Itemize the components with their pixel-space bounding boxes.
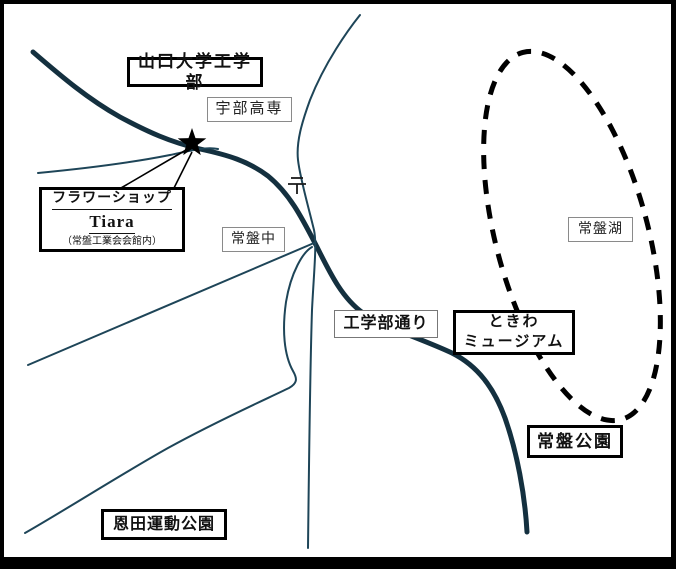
pointer-lines <box>120 149 193 189</box>
flower-shop-note: （常盤工業会会館内） <box>61 236 162 248</box>
label-text: 常盤中 <box>231 231 276 247</box>
label-tokiwa-lake: 常盤湖 <box>568 217 633 242</box>
star-icon <box>177 128 207 156</box>
label-tokiwa-junior-high: 常盤中 <box>222 227 285 252</box>
museum-line2: ミュージアム <box>463 334 565 350</box>
label-text: 常盤公園 <box>537 431 613 451</box>
flower-shop-brand: Tiara <box>89 211 135 235</box>
museum-line1: ときわ <box>488 314 540 331</box>
hairpin-road <box>24 246 313 534</box>
label-flower-shop-tiara: フラワーショップ Tiara （常盤工業会会館内） <box>39 187 185 252</box>
label-text: 工学部通り <box>343 315 429 332</box>
southwest-straight-road <box>27 242 315 366</box>
label-tokiwa-museum: ときわ ミュージアム <box>453 310 575 355</box>
label-yamaguchi-university-engineering: 山口大学工学部 <box>127 52 263 92</box>
major-road <box>30 49 530 535</box>
postal-mark-icon <box>288 177 306 194</box>
lake-outline <box>481 48 663 424</box>
label-ube-kosen: 宇部高専 <box>207 97 292 122</box>
flower-shop-name: フラワーショップ <box>52 190 172 210</box>
label-text: 宇部高専 <box>215 101 284 118</box>
label-text: 恩田運動公園 <box>112 515 215 533</box>
north-south-road <box>296 14 361 549</box>
label-text: 山口大学工学部 <box>138 51 252 92</box>
west-road <box>37 147 219 174</box>
label-tokiwa-park: 常盤公園 <box>527 425 623 458</box>
label-kogakubu-street: 工学部通り <box>334 310 438 338</box>
label-onda-sports-park: 恩田運動公園 <box>101 509 227 540</box>
label-text: 常盤湖 <box>578 221 623 237</box>
